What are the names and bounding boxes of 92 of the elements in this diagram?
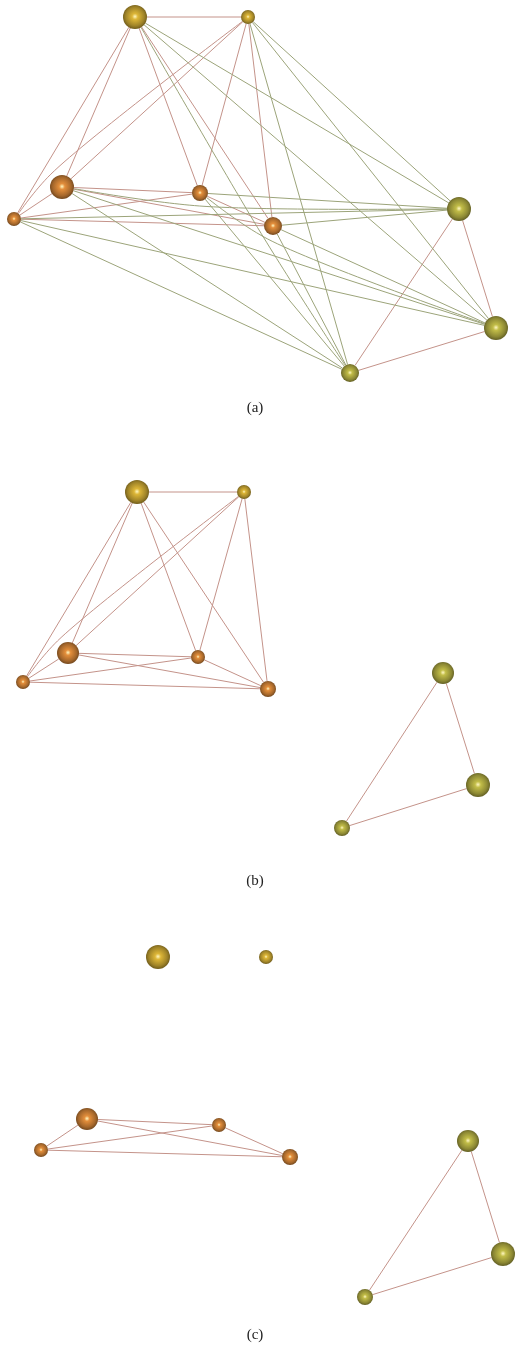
graph-edge [248, 23, 273, 218]
sphere-node [432, 662, 454, 684]
graph-edge [252, 21, 451, 202]
sphere-node [192, 185, 208, 201]
graph-edge [207, 193, 448, 209]
graph-edge [201, 23, 247, 186]
graph-edge [72, 190, 486, 325]
sphere-node [357, 1289, 373, 1305]
sphere-node [16, 675, 30, 689]
graph-edge [70, 21, 244, 180]
sphere-node [259, 950, 273, 964]
sphere-node [491, 1242, 515, 1266]
graph-edge [276, 233, 347, 366]
graph-edge [26, 501, 132, 677]
graph-edge [280, 229, 486, 324]
graph-edge [71, 502, 133, 644]
graph-edge [249, 23, 348, 365]
sphere-node [237, 485, 251, 499]
sphere-node [76, 1108, 98, 1130]
graph-edge [140, 502, 197, 651]
graph-edge [78, 654, 261, 689]
graph-edge [66, 27, 131, 177]
graph-edge [97, 1119, 213, 1126]
graph-edge [462, 219, 493, 318]
graph-edge [148, 491, 238, 493]
graph-edge [71, 193, 343, 369]
sphere-node [34, 1143, 48, 1157]
graph-edge [206, 195, 266, 223]
graph-edge [19, 221, 343, 370]
graph-edge [20, 218, 265, 227]
graph-edge [20, 208, 448, 220]
graph-edge [47, 1149, 283, 1158]
graph-edge [73, 188, 265, 225]
graph-edge [358, 331, 486, 371]
graph-edge [97, 1120, 283, 1157]
sphere-node [123, 5, 147, 29]
graph-edge [141, 26, 269, 219]
graph-edge [445, 683, 475, 775]
graph-edge [143, 501, 265, 683]
graph-edge [29, 657, 192, 682]
sphere-node [447, 197, 471, 221]
sphere-node [57, 642, 79, 664]
graph-edge [203, 659, 262, 687]
graph-edge [75, 496, 240, 647]
sphere-node [457, 1130, 479, 1152]
sphere-node [125, 480, 149, 504]
graph-edge [470, 1151, 500, 1244]
graph-edge [345, 681, 438, 822]
graph-edge [20, 220, 485, 326]
graph-edge [224, 1127, 284, 1155]
graph-edge [46, 1124, 79, 1147]
graph-edge [146, 16, 242, 18]
sphere-node [241, 10, 255, 24]
sphere-node [484, 316, 508, 340]
graph-edge [27, 495, 240, 678]
graph-edge [29, 681, 261, 690]
sphere-node [282, 1149, 298, 1165]
graph-edge [349, 788, 468, 827]
graph-edge [204, 198, 345, 367]
sphere-node [146, 945, 170, 969]
graph-edge [140, 26, 346, 366]
graph-edge [78, 652, 192, 658]
sphere-node [466, 773, 490, 797]
graph-edge [368, 1149, 463, 1291]
panel-label: (b) [246, 872, 264, 888]
graph-edge [47, 1125, 213, 1150]
graph-edge [138, 27, 198, 186]
graph-edge [20, 193, 193, 219]
graph-edge [372, 1257, 493, 1296]
graph-edge [73, 187, 193, 194]
graph-edge [17, 20, 244, 215]
sphere-node [50, 175, 74, 199]
sphere-node [212, 1118, 226, 1132]
graph-edge [281, 209, 448, 226]
graph-edge [251, 21, 489, 320]
graph-edge [144, 22, 450, 204]
graph-edge [143, 24, 488, 321]
sphere-node [334, 820, 350, 836]
graph-edge [28, 658, 60, 679]
graph-edge [17, 26, 130, 214]
sphere-node [7, 212, 21, 226]
sphere-node [264, 217, 282, 235]
graph-edge [354, 218, 453, 366]
panel-label: (c) [246, 1326, 264, 1342]
sphere-node [260, 681, 276, 697]
graph-edge [199, 498, 243, 651]
graph-edge [19, 193, 53, 216]
sphere-node [191, 650, 205, 664]
graph-edge [206, 197, 486, 325]
sphere-node [341, 364, 359, 382]
graph-edge [244, 498, 268, 682]
panel-label: (a) [246, 399, 264, 415]
